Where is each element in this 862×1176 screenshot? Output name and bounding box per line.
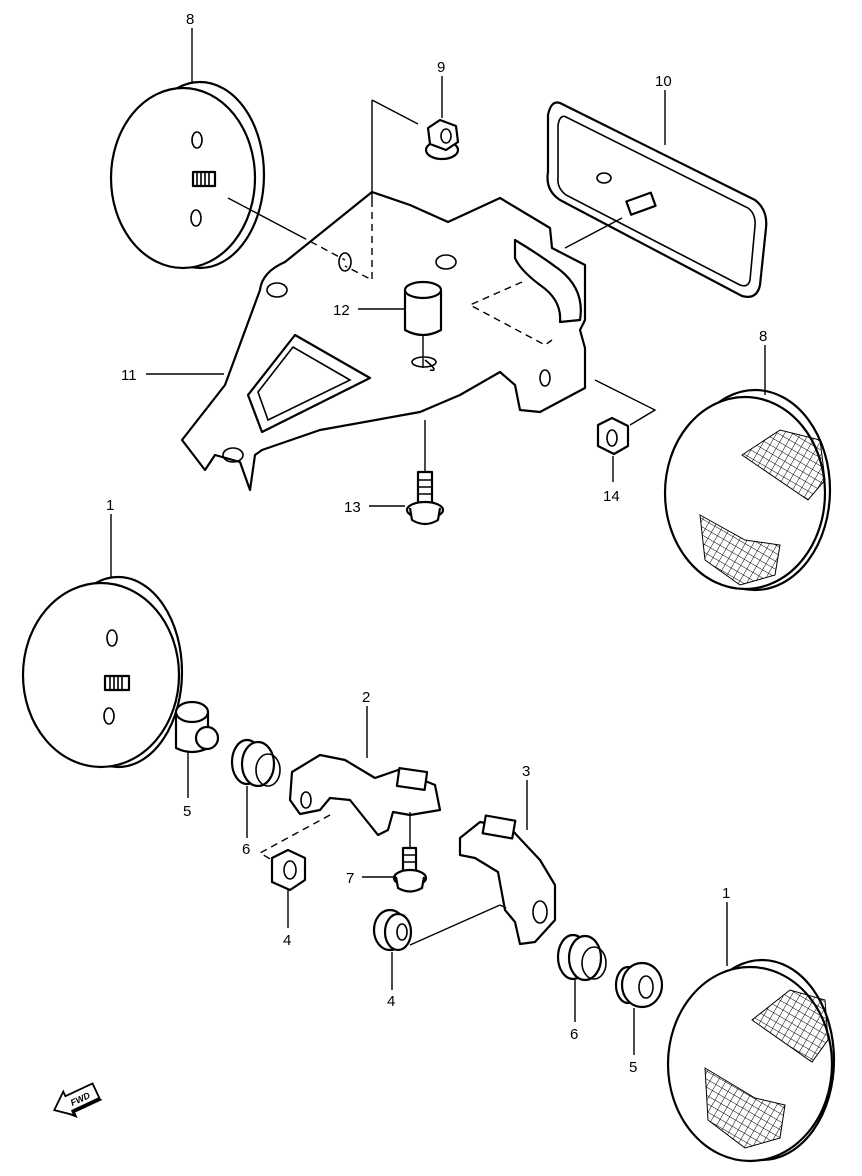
callout-14: 14	[603, 488, 620, 505]
flange-nut-4-left	[270, 848, 307, 892]
callout-4-right: 4	[387, 993, 395, 1010]
callout-7: 7	[346, 870, 354, 887]
callout-labels: 8 9 10 8 12 11 13 14 1 5 6 2 7 4 3 4 6 5…	[106, 11, 767, 1076]
reflector-right-lower	[666, 958, 836, 1163]
spacer-5-left	[174, 700, 220, 754]
bolt-7	[392, 846, 428, 893]
callout-leaders	[110, 28, 766, 1055]
grommet-6-left	[230, 738, 281, 788]
callout-4-left: 4	[283, 932, 291, 949]
callout-12: 12	[333, 302, 350, 319]
callout-5-left: 5	[183, 803, 191, 820]
stay-3	[458, 814, 557, 946]
callout-6-left: 6	[242, 841, 250, 858]
callout-13: 13	[344, 499, 361, 516]
reflector-rectangular-10	[546, 101, 768, 298]
flange-nut-4-right	[372, 908, 413, 952]
callout-8-top: 8	[186, 11, 194, 28]
callout-8-right: 8	[759, 328, 767, 345]
bolt-13	[405, 470, 445, 526]
stay-2	[288, 753, 442, 837]
forward-arrow-icon: FWD	[52, 1082, 103, 1118]
reflector-right-upper	[663, 388, 832, 592]
grommet-6-right	[556, 933, 607, 982]
flange-nut-14	[596, 416, 630, 456]
collar-12	[403, 280, 443, 368]
reflector-top-left	[109, 80, 266, 270]
callout-6-right: 6	[570, 1026, 578, 1043]
callout-11: 11	[121, 367, 137, 384]
callout-5-right: 5	[629, 1059, 637, 1076]
callout-9: 9	[437, 59, 445, 76]
callout-1-right: 1	[722, 885, 730, 902]
callout-10: 10	[655, 73, 672, 90]
callout-1-left: 1	[106, 497, 114, 514]
reflector-left-lower	[21, 575, 184, 769]
assembly-lines	[227, 99, 657, 946]
flange-nut-9	[424, 118, 460, 161]
callout-2: 2	[362, 689, 370, 706]
bracket-11	[180, 190, 587, 492]
spacer-5-right	[614, 961, 664, 1009]
callout-3: 3	[522, 763, 530, 780]
